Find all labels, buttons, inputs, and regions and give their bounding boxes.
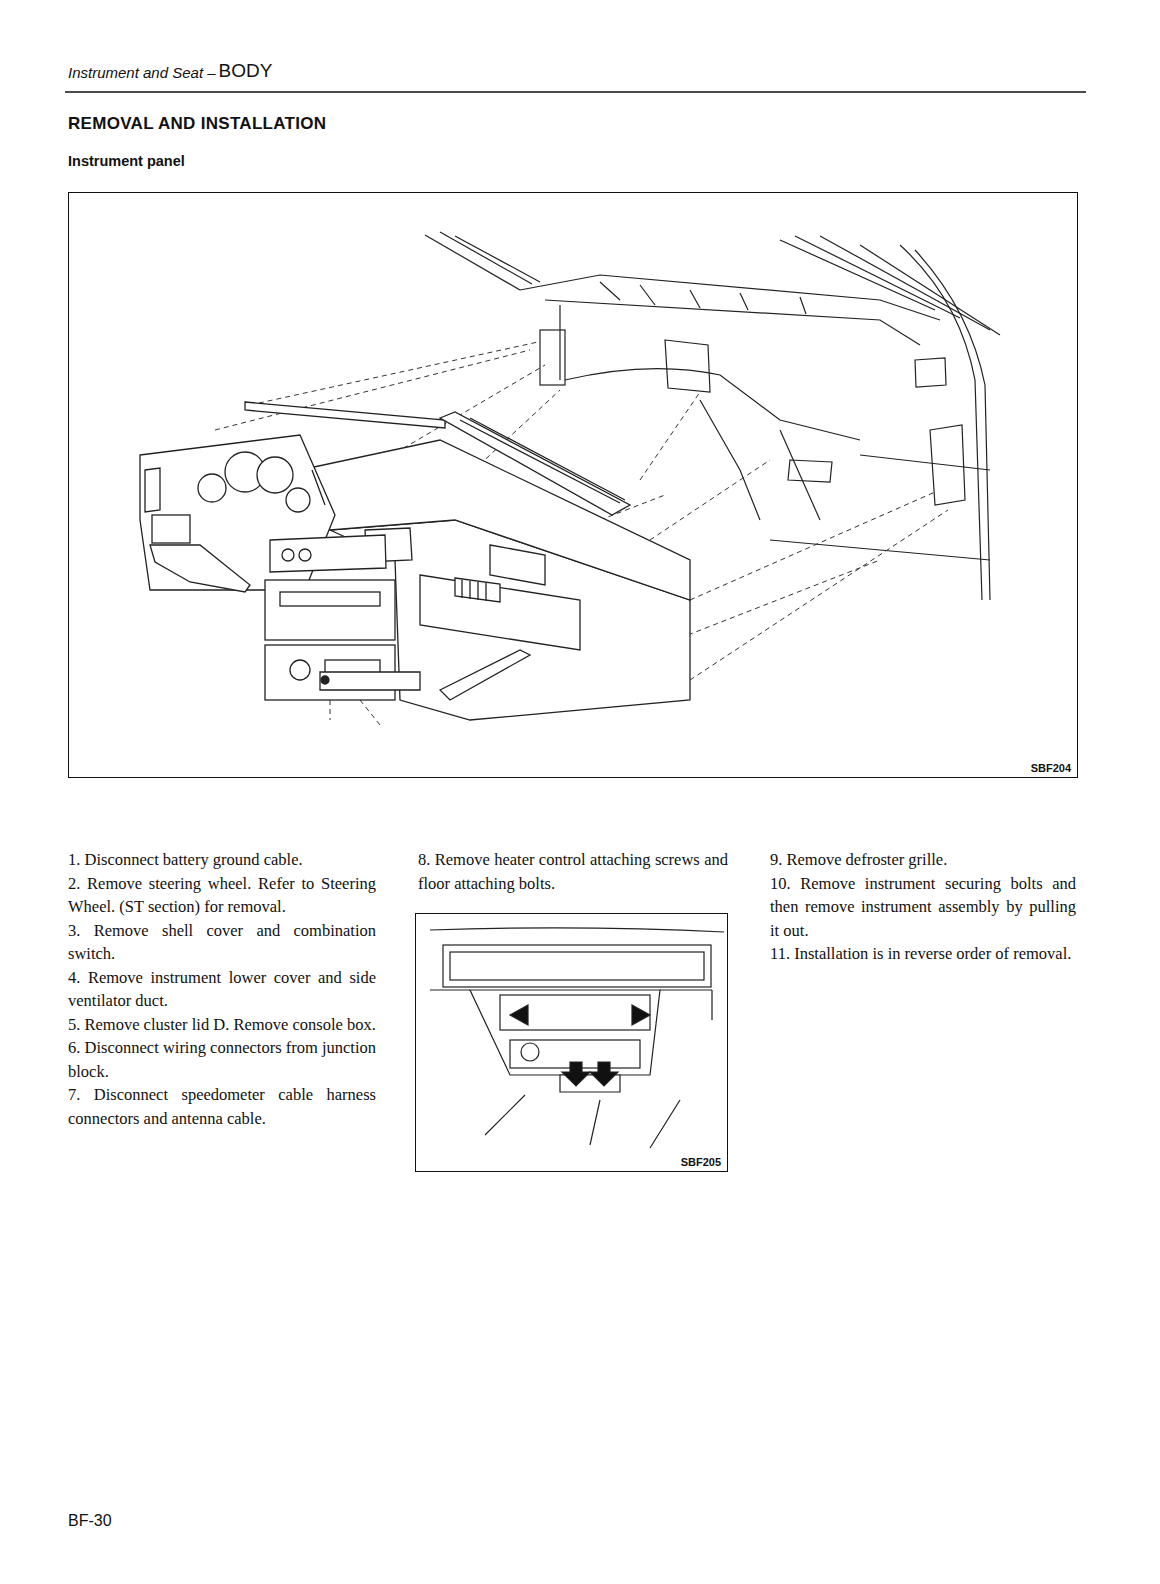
heater-detail xyxy=(562,1062,590,1086)
procedure-step: 2. Remove steering wheel. Refer to Steer… xyxy=(68,872,376,919)
figure-number: SBF204 xyxy=(1031,762,1071,774)
vehicle-body xyxy=(545,300,920,345)
vehicle-body xyxy=(455,236,540,282)
heater-detail xyxy=(443,945,711,987)
procedure-step: 7. Disconnect speedometer cable harness … xyxy=(68,1083,376,1130)
vehicle-body xyxy=(930,425,965,505)
heater-detail xyxy=(590,1062,618,1086)
instrument-panel xyxy=(290,660,310,680)
procedure-step: 8. Remove heater control attaching screw… xyxy=(418,848,728,895)
instrument-panel xyxy=(460,418,625,503)
procedure-step: 10. Remove instrument securing bolts and… xyxy=(770,872,1076,943)
leader-lines xyxy=(215,350,530,430)
instrument-panel xyxy=(286,488,310,512)
procedure-step: 9. Remove defroster grille. xyxy=(770,848,1076,872)
heater-detail xyxy=(500,995,650,1030)
heater-detail xyxy=(510,1005,528,1025)
figure-frame: SBF204 xyxy=(68,192,1078,778)
leader-lines xyxy=(640,392,700,480)
vehicle-body xyxy=(665,340,710,392)
heater-detail xyxy=(430,928,724,932)
vehicle-body xyxy=(700,400,760,520)
leader-lines xyxy=(330,700,331,720)
vehicle-body xyxy=(915,250,990,600)
header-rule xyxy=(65,91,1086,93)
instrument-panel xyxy=(321,676,329,684)
vehicle-body xyxy=(540,330,565,385)
instrument-panel xyxy=(455,578,500,602)
running-header: Instrument and Seat – xyxy=(68,64,216,81)
vehicle-body xyxy=(860,455,990,470)
instrument-panel xyxy=(140,402,690,720)
vehicle-body xyxy=(780,430,820,520)
leader-lines xyxy=(690,510,948,680)
leader-lines xyxy=(360,700,380,725)
instrument-panel xyxy=(420,575,580,650)
vehicle-body xyxy=(520,275,940,320)
vehicle-body xyxy=(600,282,806,314)
vehicle-body xyxy=(440,232,532,284)
vehicle-body xyxy=(565,369,860,440)
instrument-panel xyxy=(245,402,445,428)
vehicle-body xyxy=(900,245,982,600)
heater-detail xyxy=(632,1005,650,1025)
page-number: BF-30 xyxy=(68,1512,112,1530)
vehicle-body xyxy=(780,240,935,310)
instrument-panel xyxy=(280,592,380,606)
instrument-panel xyxy=(145,468,325,512)
instrument-panel xyxy=(270,535,386,572)
instrument-panel xyxy=(300,440,690,600)
heater-detail xyxy=(485,1095,680,1148)
leader-lines xyxy=(690,492,935,600)
leader-lines xyxy=(250,342,538,405)
vehicle-body xyxy=(559,305,560,380)
heater-detail xyxy=(521,1043,539,1061)
instrument-panel xyxy=(440,650,530,700)
heater-detail xyxy=(430,928,724,1148)
procedure-step: 3. Remove shell cover and combination sw… xyxy=(68,919,376,966)
heater-detail xyxy=(450,952,704,980)
procedure-step: 1. Disconnect battery ground cable. xyxy=(68,848,376,872)
subsection-title: Instrument panel xyxy=(68,153,185,169)
instrument-panel xyxy=(198,474,226,502)
instrument-panel xyxy=(152,515,190,543)
running-header: BODY xyxy=(219,60,273,82)
instrument-panel xyxy=(462,580,486,601)
figure-frame: SBF205 xyxy=(415,913,728,1172)
instrument-panel xyxy=(150,545,250,592)
instrument-panel xyxy=(490,545,545,585)
section-title: REMOVAL AND INSTALLATION xyxy=(68,114,326,134)
vehicle-body xyxy=(770,540,990,560)
vehicle-body xyxy=(788,460,832,482)
figure-number: SBF205 xyxy=(681,1156,721,1168)
procedure-step: 4. Remove instrument lower cover and sid… xyxy=(68,966,376,1013)
vehicle-body xyxy=(425,235,520,290)
vehicle-body xyxy=(795,236,960,318)
instrument-panel xyxy=(265,580,395,640)
procedure-step: 11. Installation is in reverse order of … xyxy=(770,942,1076,966)
vehicle-body xyxy=(915,358,946,387)
instrument-panel xyxy=(299,549,311,561)
heater-detail xyxy=(470,990,660,1075)
heater-detail xyxy=(430,990,712,1020)
vehicle-body xyxy=(860,245,1000,335)
instrument-panel xyxy=(257,457,293,493)
header-rule xyxy=(65,91,1086,93)
instrument-panel xyxy=(440,412,630,515)
procedure-step: 6. Disconnect wiring connectors from jun… xyxy=(68,1036,376,1083)
instrument-panel xyxy=(320,672,420,690)
procedure-step: 5. Remove cluster lid D. Remove console … xyxy=(68,1013,376,1037)
instrument-panel xyxy=(282,549,294,561)
